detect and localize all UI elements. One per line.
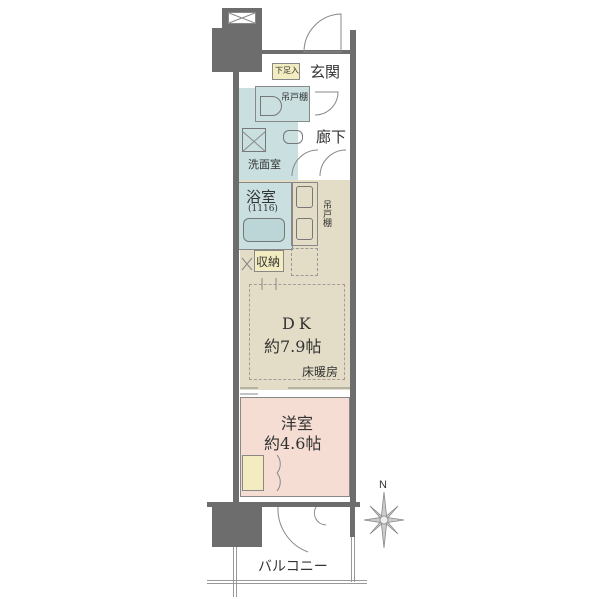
shoe-box [272, 63, 300, 80]
label-western-name: 洋室 [281, 414, 314, 433]
kitchen-sink-icon [296, 218, 313, 240]
balcony-left-rail [233, 547, 237, 597]
label-balcony: バルコニー [258, 559, 328, 575]
label-entrance: 玄関 [310, 63, 341, 81]
storage-box [254, 250, 284, 272]
sink-icon [283, 130, 303, 144]
label-corridor: 廊下 [316, 128, 347, 146]
balcony-right-rail [351, 537, 355, 582]
closet-box [242, 455, 264, 491]
label-dk-name: DK [282, 314, 315, 333]
bathtub-icon [243, 218, 285, 242]
label-western-area: 約4.6帖 [264, 434, 322, 453]
label-bathroom-size: (1116) [248, 204, 278, 214]
kitchen-counter [291, 182, 318, 246]
pillar-top [212, 28, 262, 72]
label-bathroom: 浴室 [246, 188, 277, 206]
left-wall [233, 72, 239, 502]
label-floor-heating: 床暖房 [302, 365, 339, 379]
label-shoe-box: 下足入 [275, 66, 299, 75]
floor-heating-zone [249, 284, 345, 380]
balcony-rail [207, 580, 367, 584]
fridge-space [291, 248, 318, 276]
shower-icon [242, 128, 266, 152]
label-upper-cabinet-kitchen: 吊戸棚 [321, 200, 331, 227]
label-dk-area: 約7.9帖 [264, 337, 322, 356]
pillar-bottom [212, 507, 262, 547]
toilet-icon [260, 96, 282, 116]
label-washroom: 洗面室 [248, 158, 281, 171]
label-upper-cabinet-toilet: 吊戸棚 [281, 93, 309, 103]
compass-north-label: N [379, 479, 387, 491]
label-storage: 収納 [256, 255, 281, 269]
right-wall [350, 30, 356, 502]
stove-icon [296, 186, 313, 208]
balcony-right-wall [350, 507, 355, 537]
bottom-wall [207, 502, 360, 507]
